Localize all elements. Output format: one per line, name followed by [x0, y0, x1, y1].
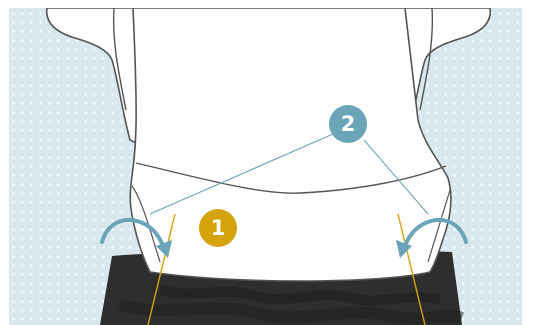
number-badge-icon — [199, 209, 237, 247]
shirt-body — [130, 8, 450, 281]
number-badge-icon — [329, 105, 367, 143]
